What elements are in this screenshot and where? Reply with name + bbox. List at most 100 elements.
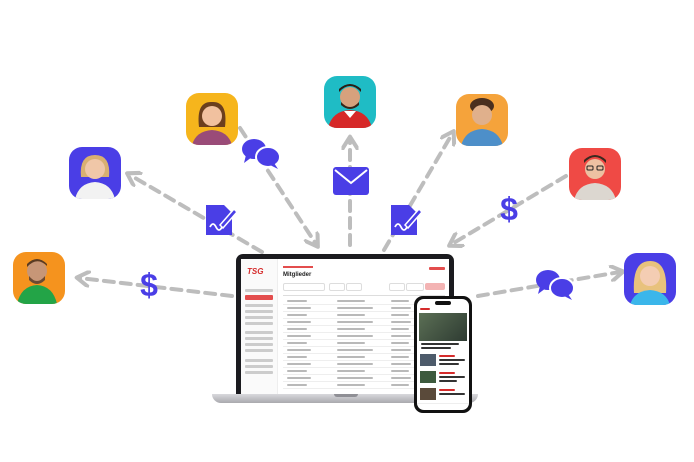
arrow-from-glasses-man	[452, 174, 568, 244]
phone-notch	[435, 301, 451, 305]
table-row[interactable]	[283, 367, 445, 368]
filter-button[interactable]	[329, 283, 345, 291]
table-cell	[391, 377, 411, 379]
table-cell	[337, 314, 365, 316]
table-row[interactable]	[283, 311, 445, 312]
table-cell	[337, 321, 373, 323]
table-cell	[287, 370, 307, 372]
sidebar-item[interactable]	[245, 310, 273, 313]
sidebar-item[interactable]	[245, 343, 273, 346]
arrow-to-blonde-woman	[130, 175, 264, 254]
table-row[interactable]	[283, 325, 445, 326]
phone-tab-bar[interactable]	[417, 403, 469, 410]
table-cell	[337, 342, 365, 344]
phone-news-tag	[439, 389, 455, 391]
import-button[interactable]	[406, 283, 424, 291]
laptop-base	[212, 394, 478, 403]
envelope-icon	[333, 167, 369, 195]
table-cell	[287, 342, 307, 344]
table-cell	[337, 335, 373, 337]
table-cell	[287, 321, 311, 323]
table-cell	[337, 363, 373, 365]
table-cell	[287, 300, 307, 302]
table-cell	[337, 377, 373, 379]
signature-icon-right	[391, 205, 423, 235]
table-row[interactable]	[283, 388, 445, 389]
page-title: Mitglieder	[283, 272, 312, 278]
avatar-left-man	[13, 252, 65, 304]
sidebar-item[interactable]	[245, 331, 273, 334]
table-cell	[391, 335, 411, 337]
table-row[interactable]	[283, 360, 445, 361]
table-row[interactable]	[283, 381, 445, 382]
phone-news-title	[439, 363, 459, 365]
sidebar-item-active[interactable]	[245, 295, 273, 300]
table-cell	[287, 307, 311, 309]
add-member-button[interactable]	[425, 283, 445, 290]
phone-news-tag	[439, 372, 455, 374]
table-cell	[287, 384, 307, 386]
table-cell	[337, 328, 365, 330]
laptop-notch	[334, 394, 358, 397]
avatar-glasses-man	[569, 148, 621, 200]
export-button[interactable]	[389, 283, 405, 291]
breadcrumb	[283, 266, 313, 268]
phone-news-thumb[interactable]	[420, 371, 436, 383]
table-row[interactable]	[283, 318, 445, 319]
phone-news-thumb[interactable]	[420, 354, 436, 366]
table-cell	[391, 307, 411, 309]
avatar-blonde-woman	[69, 147, 121, 199]
table-cell	[287, 349, 311, 351]
phone-hero-image[interactable]	[419, 313, 467, 341]
sidebar-item[interactable]	[245, 316, 273, 319]
table-cell	[337, 370, 365, 372]
table-cell	[287, 335, 311, 337]
sidebar-item[interactable]	[245, 359, 273, 362]
phone-headline	[421, 347, 451, 349]
sidebar-item[interactable]	[245, 304, 273, 307]
phone-screen	[417, 299, 469, 410]
sidebar-item[interactable]	[245, 365, 273, 368]
phone-news-title	[439, 376, 465, 378]
phone-news-title	[439, 380, 457, 382]
table-cell	[287, 314, 307, 316]
table-row[interactable]	[283, 304, 445, 305]
sidebar-item[interactable]	[245, 371, 273, 374]
avatar-curly-man	[456, 94, 508, 146]
table-cell	[391, 384, 409, 386]
table-cell	[391, 328, 409, 330]
table-cell	[287, 328, 307, 330]
signature-icon-left	[206, 205, 238, 235]
header-badge	[429, 267, 445, 270]
avatar-right-woman	[624, 253, 676, 305]
smartphone	[414, 296, 472, 413]
dollar-icon-left: $	[140, 267, 158, 303]
table-cell	[337, 356, 365, 358]
table-cell	[391, 314, 409, 316]
filter-button[interactable]	[346, 283, 362, 291]
phone-news-thumb[interactable]	[420, 388, 436, 400]
chat-bubbles-icon-left	[242, 139, 281, 169]
search-input[interactable]	[283, 283, 325, 291]
sidebar-item[interactable]	[245, 337, 273, 340]
table-row[interactable]	[283, 332, 445, 333]
phone-headline	[421, 343, 459, 345]
table-row[interactable]	[283, 374, 445, 375]
sidebar-item[interactable]	[245, 322, 273, 325]
table-cell	[337, 307, 373, 309]
app-sidebar: TSG	[241, 259, 278, 394]
table-row[interactable]	[283, 353, 445, 354]
table-cell	[337, 384, 365, 386]
table-cell	[287, 377, 311, 379]
phone-news-title	[439, 359, 465, 361]
table-row[interactable]	[283, 346, 445, 347]
table-cell	[391, 300, 409, 302]
table-cell	[287, 363, 311, 365]
table-cell	[391, 356, 409, 358]
sidebar-item[interactable]	[245, 349, 273, 352]
table-cell	[391, 370, 409, 372]
sidebar-item[interactable]	[245, 289, 273, 292]
table-row[interactable]	[283, 339, 445, 340]
table-cell	[337, 300, 365, 302]
